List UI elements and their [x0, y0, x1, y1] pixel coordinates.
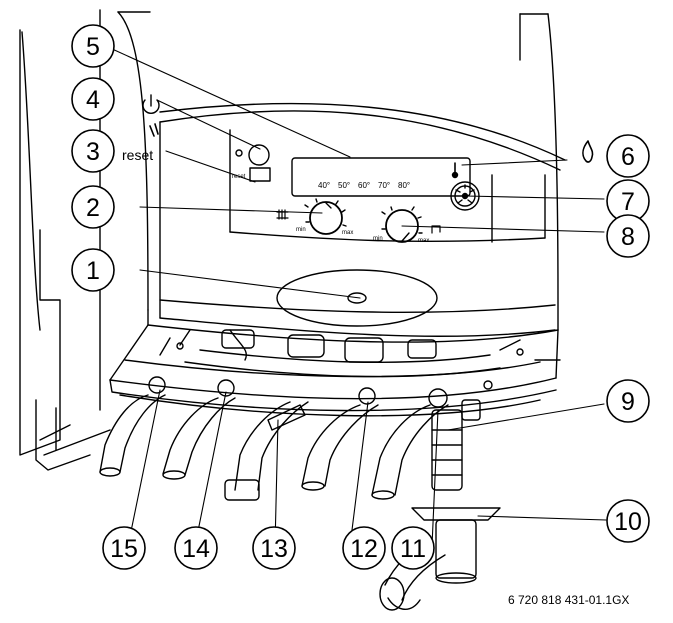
svg-text:1: 1 [86, 257, 100, 285]
temp-50-label: 50° [338, 181, 350, 190]
callouts: 1 2 3 4 5 6 7 8 9 10 11 12 13 14 15 [71, 24, 650, 570]
callout-13: 13 [252, 526, 296, 570]
svg-text:4: 4 [86, 86, 100, 114]
svg-text:13: 13 [260, 535, 288, 563]
reset-indicator [149, 123, 159, 137]
knob1-max-label: max [342, 230, 353, 236]
temp-40-label: 40° [318, 181, 330, 190]
callout-9: 9 [606, 379, 650, 423]
callout-6: 6 [606, 134, 650, 178]
thermometer-icon [451, 162, 459, 179]
temp-70-label: 70° [378, 181, 390, 190]
temperature-display [291, 157, 471, 197]
temp-80-label: 80° [398, 181, 410, 190]
callout-14: 14 [174, 526, 218, 570]
callout-11: 11 [391, 526, 435, 570]
svg-text:2: 2 [86, 194, 100, 222]
reset-small-label: reset [232, 174, 246, 180]
radiator-icon [276, 209, 289, 220]
callout-15: 15 [102, 526, 146, 570]
callout-8: 8 [606, 214, 650, 258]
svg-text:10: 10 [614, 508, 642, 536]
hot-water-temperature-knob[interactable] [381, 206, 423, 243]
svg-text:12: 12 [350, 535, 378, 563]
control-panel [159, 102, 566, 337]
heating-temperature-knob[interactable] [304, 198, 347, 235]
svg-text:3: 3 [86, 138, 100, 166]
figure-id: 6 720 818 431-01.1GX [508, 593, 630, 607]
callout-7: 7 [606, 179, 650, 223]
power-button[interactable] [248, 144, 270, 166]
svg-text:5: 5 [86, 33, 100, 61]
svg-text:6: 6 [621, 143, 635, 171]
cover-window [276, 269, 438, 327]
callout-3: 3 [71, 129, 115, 173]
knob1-min-label: min [296, 227, 306, 233]
callout-1: 1 [71, 248, 115, 292]
knob2-min-label: min [373, 236, 383, 242]
temp-60-label: 60° [358, 181, 370, 190]
pipes [99, 376, 501, 611]
callout-12: 12 [342, 526, 386, 570]
callout-5: 5 [71, 24, 115, 68]
panel-labels: reset reset 40° 50° 60° 70° 80° min max … [122, 147, 429, 244]
cover-screw[interactable] [347, 292, 367, 304]
callout-2: 2 [71, 185, 115, 229]
reset-label: reset [122, 147, 153, 163]
svg-text:15: 15 [110, 535, 138, 563]
callout-10: 10 [606, 499, 650, 543]
reset-button[interactable] [249, 167, 271, 182]
svg-text:7: 7 [621, 188, 635, 216]
connection-tray [109, 324, 561, 417]
svg-text:14: 14 [182, 535, 210, 563]
svg-text:8: 8 [621, 223, 635, 251]
callout-4: 4 [71, 77, 115, 121]
svg-text:9: 9 [621, 388, 635, 416]
power-icon [142, 94, 160, 114]
power-led [235, 149, 243, 157]
knob2-max-label: max [418, 238, 429, 244]
leader-lines [109, 47, 607, 547]
flame-icon [582, 140, 594, 163]
svg-text:11: 11 [400, 535, 426, 563]
